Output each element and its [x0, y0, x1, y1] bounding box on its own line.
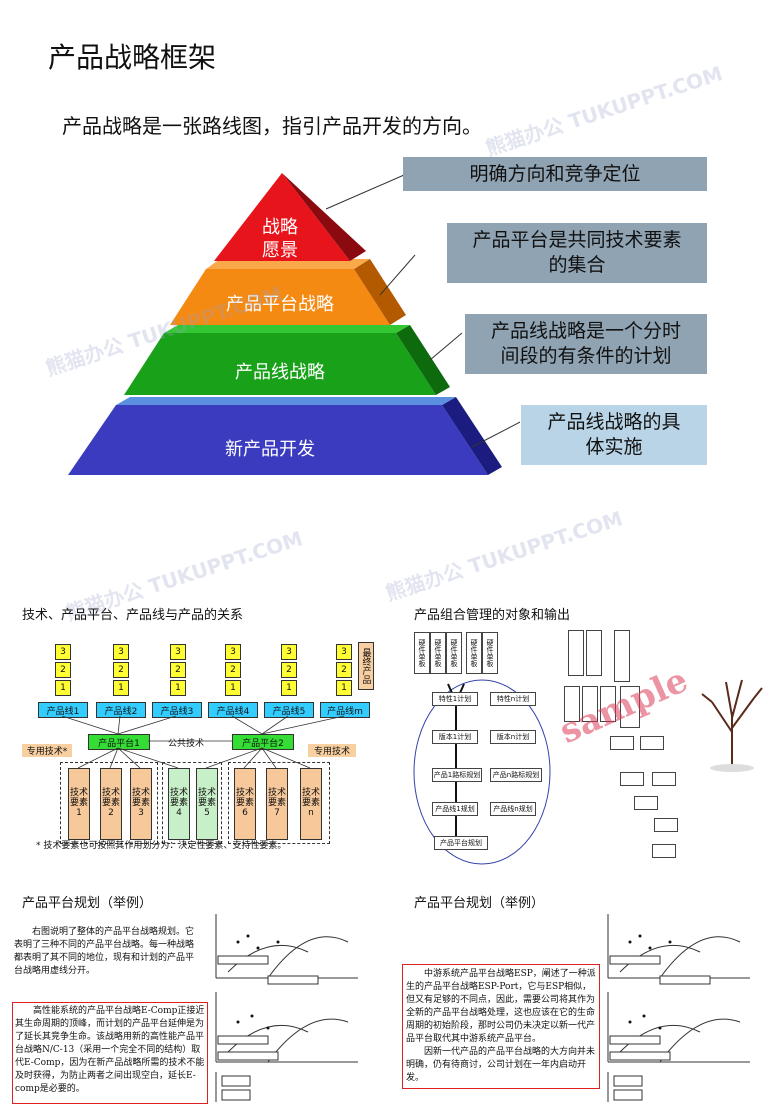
callout-implementation: 产品线战略的具 体实施: [521, 405, 707, 465]
page-subtitle: 产品战略是一张路线图，指引产品开发的方向。: [62, 114, 482, 138]
page-title: 产品战略框架: [48, 41, 217, 74]
pyramid-top-bottom: [116, 397, 456, 405]
callout-direction: 明确方向和竞争定位: [403, 157, 707, 191]
callout-product-line: 产品线战略是一个分时 间段的有条件的计划: [465, 314, 707, 374]
tree-icon: [701, 679, 763, 772]
special-tech-label-1: 专用技术*: [22, 744, 72, 757]
special-tech-label-2: 专用技术: [308, 744, 356, 757]
plan1-chart: [215, 914, 358, 1102]
plan2-paragraph: 中游系统产品平台战略ESP，阐述了一种派生的产品平台战略ESP-Port，它与E…: [402, 964, 600, 1090]
pyramid-layer-bottom: [68, 405, 488, 475]
tech-note: * 技术要素也可按照其作用划分为：决定性要素、支持性要素。: [36, 841, 287, 851]
plan1-paragraph-1: 右图说明了整体的产品平台战略规划。它表明了三种不同的产品平台战略。每一种战略都表…: [14, 927, 195, 977]
callout-platform: 产品平台是共同技术要素 的集合: [447, 223, 707, 283]
pyramid-side-bottom: [442, 397, 502, 475]
pyramid-top-green: [164, 325, 410, 333]
watermark: 熊猫办公 TUKUPPT.COM: [482, 61, 726, 161]
pyramid-layer-orange: [170, 269, 390, 325]
pyramid-label-vision: 战略 愿景: [262, 217, 298, 262]
pyramid-label-platform: 产品平台战略: [226, 294, 334, 315]
pyramid-layer-red: [214, 173, 350, 261]
final-product-label: 最终产品: [358, 642, 374, 690]
watermark: 熊猫办公 TUKUPPT.COM: [382, 506, 626, 606]
plan2-chart: [607, 914, 750, 1102]
product-line-5: 产品线5: [264, 702, 314, 718]
common-tech-label: 公共技术: [168, 739, 205, 749]
portfolio-diagram: 硬件单板 硬件单板 硬件单板 硬件单板 硬件单板 特性1计划 特性n计划 版本1…: [408, 626, 780, 866]
pyramid-layer-green: [124, 333, 436, 395]
pyramid-side-red: [282, 173, 366, 261]
product-line-2: 产品线2: [96, 702, 146, 718]
section-title-plan-1: 产品平台规划（举例）: [22, 896, 153, 911]
product-line-3: 产品线3: [152, 702, 202, 718]
pyramid-side-green: [396, 325, 450, 395]
section-title-plan-2: 产品平台规划（举例）: [414, 896, 545, 911]
pyramid-top-orange: [206, 259, 370, 269]
platform-1: 产品平台1: [88, 734, 150, 750]
product-line-4: 产品线4: [208, 702, 258, 718]
section-title-tech: 技术、产品平台、产品线与产品的关系: [22, 608, 244, 623]
strategy-pyramid: [68, 173, 520, 475]
section-title-portfolio: 产品组合管理的对象和输出: [414, 608, 571, 623]
plan1-paragraph-2: 高性能系统的产品平台战略E-Comp正接近其生命周期的顶峰，而计划的产品平台延伸…: [12, 1002, 208, 1104]
pyramid-side-orange: [354, 259, 406, 325]
product-line-1: 产品线1: [38, 702, 88, 718]
tech-diagram: 3 2 1 产品线1 3 2 1 产品线2 3 2 1 产品线3 3 2 1 产…: [22, 628, 382, 858]
pyramid-label-new-product: 新产品开发: [225, 439, 315, 460]
product-line-m: 产品线m: [320, 702, 370, 718]
pyramid-label-product-line: 产品线战略: [235, 362, 325, 383]
